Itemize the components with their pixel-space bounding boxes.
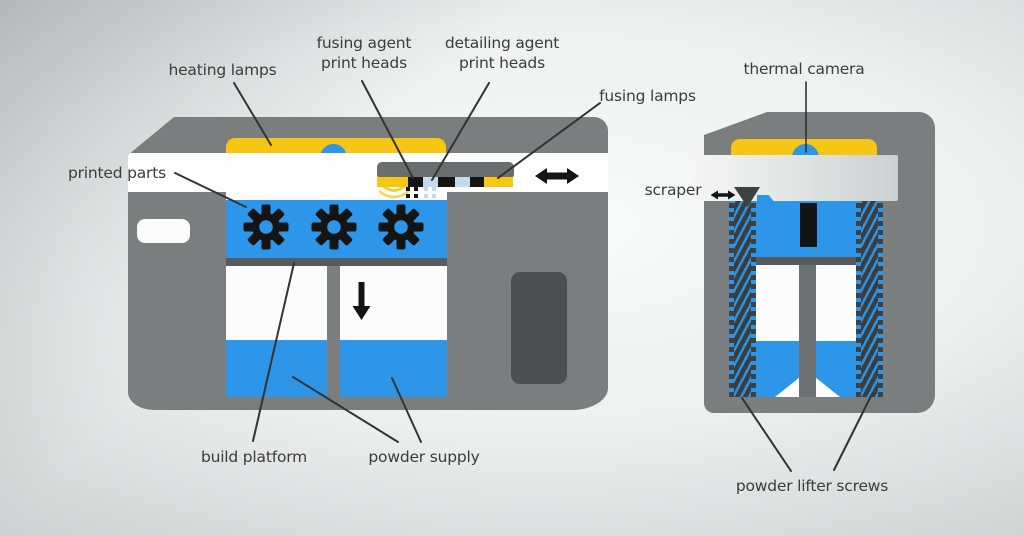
carriage-motion-arrow-icon [535, 168, 579, 184]
printed-part-slot [800, 203, 817, 247]
printer-front-clip [128, 117, 608, 410]
detailing-agent-printhead-1 [423, 177, 438, 187]
fusing-agent-printhead-2 [438, 177, 455, 187]
label-fusing-lamps: fusing lamps [599, 87, 696, 105]
label-thermal-camera: thermal camera [743, 60, 865, 78]
detailing-agent-drop [432, 187, 436, 191]
supply-chamber-powder [340, 340, 447, 397]
printed-part-gear-2 [311, 204, 357, 250]
print-carriage-body [377, 162, 514, 177]
label-powder-lifter-screws: powder lifter screws [735, 477, 889, 495]
label-line: print heads [459, 54, 545, 72]
scraper-motion-arrow-icon [710, 190, 736, 200]
detailing-agent-printhead-2 [455, 177, 470, 187]
label-build-platform: build platform [200, 448, 308, 466]
fusing-agent-drop [414, 187, 418, 191]
fusing-lamp-right [484, 177, 513, 187]
label-detailing-agent-print-heads: detailing agent print heads [438, 33, 566, 73]
heat-waves-icon [378, 184, 410, 199]
screw-thread [734, 199, 751, 397]
platform-surface-side [756, 257, 857, 265]
build-platform-surface [226, 258, 447, 266]
label-line: detailing agent [444, 34, 560, 52]
center-column [799, 265, 816, 397]
label-line: fusing agent [316, 34, 412, 52]
fusing-agent-printhead-1 [408, 177, 423, 187]
supply-chamber-air [340, 266, 447, 340]
fusing-agent-drop [406, 194, 410, 198]
screw-thread [861, 199, 878, 397]
chamber-window-top [226, 192, 447, 201]
powder-lifter-screw-left [729, 199, 756, 397]
detailing-agent-drop [424, 187, 428, 191]
label-printed-parts: printed parts [68, 164, 166, 182]
down-arrow-icon [352, 282, 371, 320]
label-fusing-agent-print-heads: fusing agent print heads [308, 33, 420, 73]
fusing-agent-printhead-3 [470, 177, 484, 187]
label-line: print heads [321, 54, 407, 72]
fusing-lamp-left [377, 177, 408, 187]
label-heating-lamps: heating lamps [168, 61, 277, 79]
label-scraper: scraper [644, 181, 702, 199]
build-chamber-air [226, 266, 327, 340]
powder-bump [757, 195, 775, 203]
detailing-agent-drop [424, 194, 428, 198]
powder-lifter-screw-right [856, 199, 883, 397]
build-chamber-powder [226, 340, 327, 397]
front-panel-button [137, 219, 190, 243]
printed-part-gear-3 [378, 204, 424, 250]
printed-part-gear-1 [243, 204, 289, 250]
label-powder-supply: powder supply [368, 448, 480, 466]
fusing-agent-drop [406, 187, 410, 191]
gear-hole [259, 220, 273, 234]
fusing-agent-drop [414, 194, 418, 198]
detailing-agent-drop [432, 194, 436, 198]
side-vent-panel [511, 272, 567, 384]
